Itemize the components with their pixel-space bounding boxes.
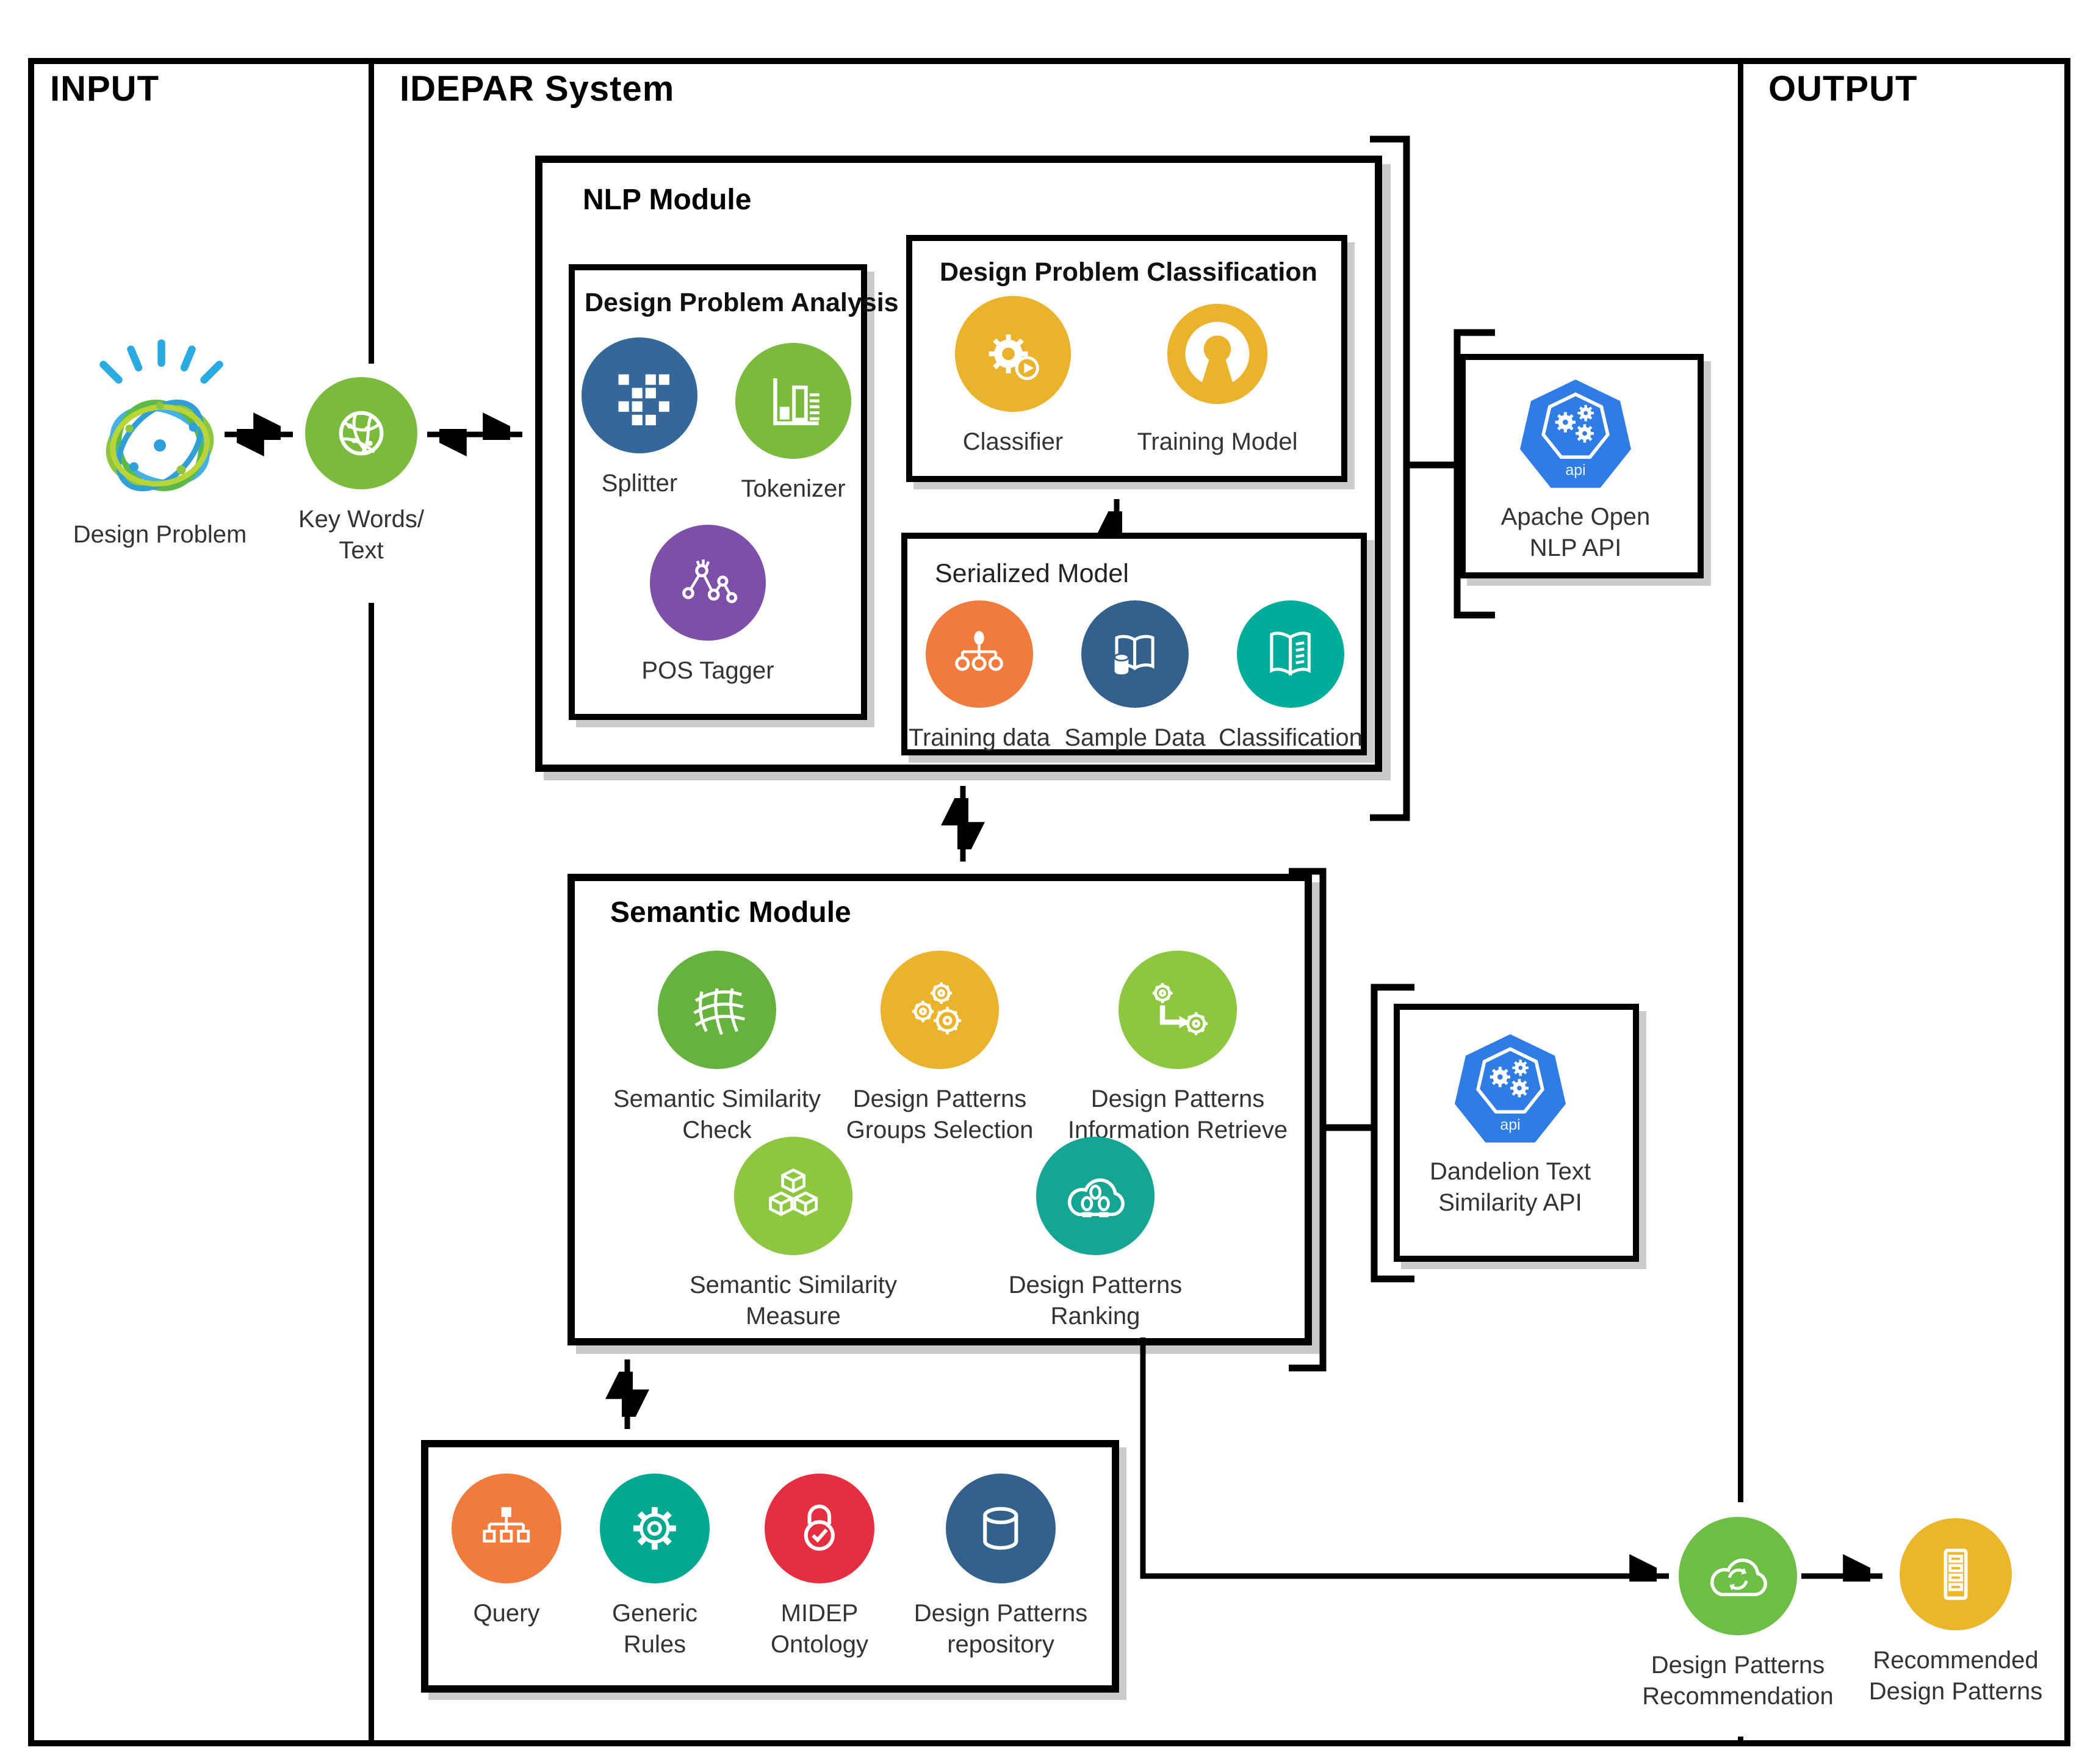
training-model-label: Training Model bbox=[1137, 428, 1298, 455]
sample-data-book-icon bbox=[1081, 600, 1189, 708]
design-patterns-recommendation-node: Design Patterns Recommendation bbox=[1642, 1502, 1834, 1737]
design-problem-node: Design Problem bbox=[38, 333, 282, 550]
input-system-divider bbox=[369, 58, 374, 1746]
dandelion-api-label: Dandelion Text Similarity API bbox=[1430, 1158, 1591, 1216]
splitter-label: Splitter bbox=[601, 470, 678, 497]
design-patterns-groups-selection-node: Design Patterns Groups Selection bbox=[809, 951, 1071, 1146]
classifier-gear-icon bbox=[955, 296, 1071, 412]
classification-data-label: Classification bbox=[1219, 724, 1363, 751]
tokenizer-label: Tokenizer bbox=[741, 475, 846, 502]
training-model-keyhole-icon bbox=[1159, 296, 1275, 412]
training-data-icon bbox=[926, 600, 1033, 708]
semantic-similarity-check-node: Semantic Similarity Check bbox=[586, 951, 848, 1146]
design-patterns-recommendation-label: Design Patterns Recommendation bbox=[1642, 1652, 1834, 1710]
recommended-design-patterns-node: Recommended Design Patterns bbox=[1855, 1518, 2056, 1707]
globe-icon bbox=[305, 377, 417, 489]
watson-tangle-icon bbox=[62, 333, 258, 516]
generic-rules-label: Generic Rules bbox=[611, 1600, 698, 1658]
keywords-label: Key Words/ Text bbox=[298, 506, 424, 564]
gear-icon bbox=[600, 1474, 710, 1583]
apache-open-nlp-api-label: Apache Open NLP API bbox=[1500, 503, 1651, 561]
midep-ontology-label: MIDEP Ontology bbox=[770, 1600, 869, 1658]
apache-api-heptagon-icon: api bbox=[1515, 373, 1637, 495]
dandelion-api-node: api Dandelion Text Similarity API bbox=[1419, 1028, 1602, 1219]
svg-text:api: api bbox=[1565, 462, 1585, 479]
classifier-label: Classifier bbox=[962, 428, 1064, 455]
server-rack-icon bbox=[1900, 1518, 2012, 1630]
generic-rules-node: Generic Rules bbox=[563, 1474, 746, 1660]
training-data-node: Training data bbox=[900, 600, 1059, 754]
sample-data-label: Sample Data bbox=[1064, 724, 1206, 751]
cloud-ranking-icon bbox=[1036, 1137, 1155, 1255]
design-problem-label: Design Problem bbox=[73, 521, 247, 548]
design-patterns-repository-node: Design Patterns repository bbox=[891, 1474, 1111, 1660]
gear-arrow-icon bbox=[1119, 951, 1237, 1069]
system-output-divider bbox=[1738, 58, 1743, 1746]
dandelion-api-heptagon-icon: api bbox=[1449, 1028, 1571, 1150]
query-node: Query bbox=[415, 1474, 598, 1629]
training-data-label: Training data bbox=[909, 724, 1050, 751]
design-patterns-groups-selection-label: Design Patterns Groups Selection bbox=[846, 1085, 1034, 1143]
design-patterns-ranking-label: Design Patterns Ranking bbox=[1008, 1272, 1183, 1330]
tokenizer-node: Tokenizer bbox=[677, 343, 909, 505]
query-sitemap-icon bbox=[452, 1474, 561, 1583]
semantic-similarity-measure-node: Semantic Similarity Measure bbox=[662, 1137, 924, 1332]
classification-data-node: Classification bbox=[1211, 600, 1370, 754]
midep-ontology-node: MIDEP Ontology bbox=[728, 1474, 911, 1660]
design-problem-analysis-box bbox=[569, 264, 867, 720]
semantic-similarity-measure-label: Semantic Similarity Measure bbox=[689, 1272, 898, 1330]
lock-check-icon bbox=[765, 1474, 874, 1583]
design-problem-classification-box bbox=[906, 235, 1347, 482]
classification-book-icon bbox=[1237, 600, 1344, 708]
design-patterns-repository-label: Design Patterns repository bbox=[913, 1600, 1088, 1658]
splitter-icon bbox=[582, 337, 697, 453]
apache-open-nlp-api-node: api Apache Open NLP API bbox=[1484, 373, 1667, 564]
net-icon bbox=[658, 951, 776, 1069]
pos-tagger-label: POS Tagger bbox=[641, 657, 774, 684]
nlp-module-title: NLP Module bbox=[583, 184, 752, 216]
pos-tagger-icon bbox=[650, 525, 766, 641]
cloud-sync-icon bbox=[1679, 1517, 1797, 1635]
semantic-similarity-check-label: Semantic Similarity Check bbox=[613, 1085, 821, 1143]
design-patterns-information-retrieve-node: Design Patterns Information Retrieve bbox=[1046, 951, 1309, 1146]
system-section-title: IDEPAR System bbox=[400, 69, 675, 109]
training-model-node: Training Model bbox=[1101, 296, 1333, 458]
serialized-model-title: Serialized Model bbox=[935, 559, 1129, 588]
diagram-frame bbox=[28, 58, 2070, 1746]
sample-data-node: Sample Data bbox=[1056, 600, 1214, 754]
output-section-title: OUTPUT bbox=[1768, 69, 1918, 109]
splitter-node: Splitter bbox=[524, 337, 755, 499]
design-problem-analysis-title: Design Problem Analysis bbox=[585, 288, 899, 317]
three-gears-icon bbox=[881, 951, 999, 1069]
pos-tagger-node: POS Tagger bbox=[592, 525, 824, 686]
input-section-title: INPUT bbox=[50, 69, 159, 109]
design-patterns-ranking-node: Design Patterns Ranking bbox=[964, 1137, 1227, 1332]
svg-text:api: api bbox=[1500, 1117, 1520, 1134]
classifier-node: Classifier bbox=[897, 296, 1129, 458]
semantic-module-title: Semantic Module bbox=[610, 896, 851, 929]
tokenizer-icon bbox=[735, 343, 851, 459]
query-label: Query bbox=[473, 1600, 540, 1627]
design-problem-classification-title: Design Problem Classification bbox=[940, 257, 1317, 287]
keywords-node: Key Words/ Text bbox=[288, 364, 434, 603]
database-icon bbox=[946, 1474, 1056, 1583]
recommended-design-patterns-label: Recommended Design Patterns bbox=[1868, 1647, 2043, 1705]
cubes-icon bbox=[734, 1137, 852, 1255]
